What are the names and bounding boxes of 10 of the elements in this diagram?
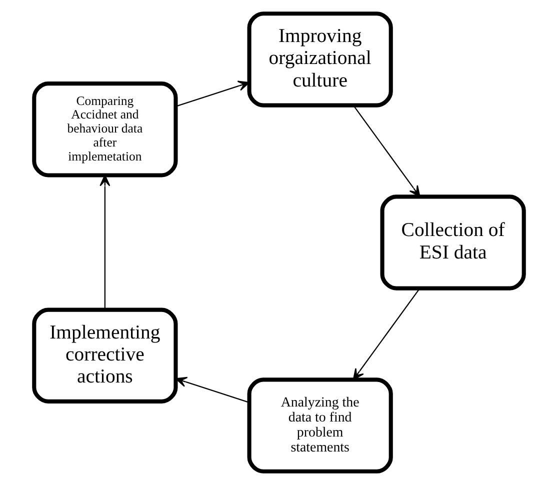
arrow bbox=[352, 104, 420, 197]
arrow bbox=[352, 288, 420, 380]
node-box: Improving orgaizational culture bbox=[246, 11, 392, 107]
node-box: Implementing corrective actions bbox=[32, 307, 178, 403]
arrow bbox=[174, 376, 249, 402]
node-box: Analyzing the data to find problem statements bbox=[246, 377, 392, 473]
arrow bbox=[175, 80, 250, 106]
node-box: Comparing Accidnet and behaviour data after implemetation bbox=[32, 81, 178, 177]
arrow bbox=[99, 174, 110, 309]
node-box: Collection of ESI data bbox=[380, 194, 526, 290]
